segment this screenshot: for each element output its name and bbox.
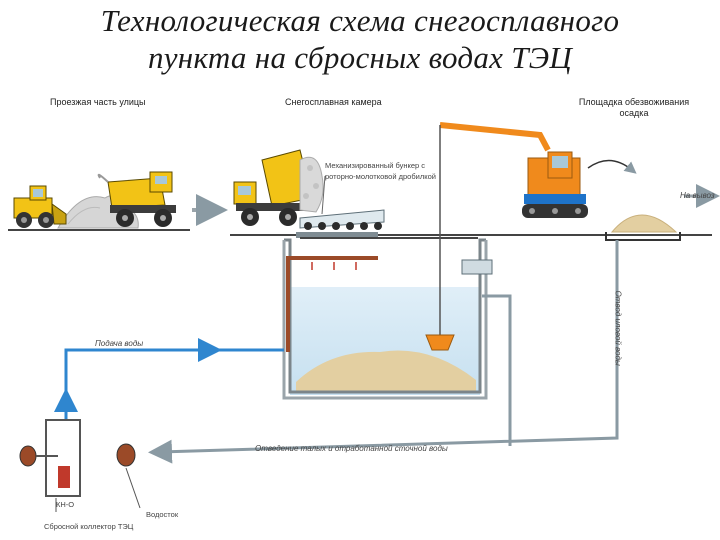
outlet-well	[116, 443, 141, 509]
export-label: На вывоз	[680, 191, 715, 200]
front-loader-icon	[13, 185, 67, 228]
page-title: Технологическая схема снегосплавного пун…	[0, 2, 720, 76]
title-line-1: Технологическая схема снегосплавного	[100, 3, 620, 38]
water-supply-label: Подача воды	[95, 339, 144, 348]
hopper-crusher	[296, 175, 385, 238]
dewatering-platform	[587, 159, 681, 241]
roadway-label: Проезжая часть улицы	[50, 97, 146, 107]
chamber-return-line	[482, 294, 512, 446]
gate-valve	[461, 259, 493, 275]
collector-label: Сбросной коллектор ТЭЦ	[44, 522, 134, 531]
falling-snow	[299, 156, 324, 213]
heating-pipe	[286, 256, 378, 352]
hopper-label-line1: Механизированный бункер с	[325, 161, 426, 170]
dewatering-label-line2: осадка	[619, 108, 649, 118]
water-supply-line	[64, 348, 284, 490]
sediment-water-label: Отвод иловой воды	[613, 290, 623, 366]
kn-code-label: КН-О	[56, 500, 75, 509]
collector-well	[19, 419, 81, 497]
dump-truck-left-icon	[97, 171, 176, 227]
hopper-label: Механизированный бункер с роторно-молотк…	[325, 160, 436, 182]
sediment-water-line	[148, 240, 619, 464]
melt-drain-label: Отведение талых и отработанной сточной в…	[255, 444, 448, 453]
snow-chamber-label: Снегосплавная камера	[285, 97, 382, 107]
title-line-2: пункта на сбросных водах ТЭЦ	[147, 40, 573, 75]
excavator-icon	[425, 122, 588, 351]
snow-melting-chamber	[282, 237, 488, 400]
dewatering-label-line1: Площадка обезвоживания	[578, 97, 690, 107]
hopper-label-line2: роторно-молотковой дробилкой	[325, 172, 436, 181]
outlet-label: Водосток	[146, 510, 179, 519]
dewatering-label: Площадка обезвоживания осадка	[559, 97, 709, 119]
